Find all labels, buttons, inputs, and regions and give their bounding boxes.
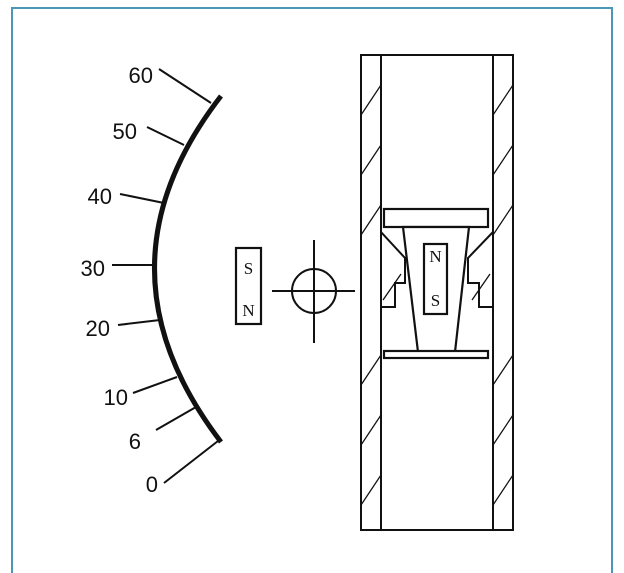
scale-label-60: 60 [129,63,153,88]
seat-right [467,229,494,308]
float-magnet-top-pole: N [429,247,441,266]
tube-outer-wall [360,54,514,531]
scale-label-20: 20 [86,316,110,341]
right-wall-hatch [493,84,513,506]
scale-label-0: 0 [146,472,158,497]
float-bottom-plate [382,349,490,360]
tube-assembly: N S [360,54,514,531]
scale-label-30: 30 [81,256,105,281]
scale-arc [152,94,223,444]
float-magnet-bottom-pole: S [431,291,440,310]
diagram-frame [11,7,613,573]
indicator-magnet-bottom-pole: N [242,301,254,320]
scale-label-50: 50 [113,119,137,144]
scale-tick-40 [119,193,165,204]
indicator-magnet-top-pole: S [244,259,253,278]
scale-label-6: 6 [129,429,141,454]
scale-tick-20 [117,319,161,326]
left-wall-hatch [361,84,381,506]
seat-left [380,229,406,308]
scale-label-40: 40 [88,184,112,209]
scale-tick-10 [132,376,178,394]
float-top-plate [382,207,490,229]
scale-tick-50 [146,126,185,146]
scale-tick-60 [158,68,212,104]
indicator-magnet-body [234,246,263,326]
seat-right-hatch [471,273,491,301]
scale-tick-0 [163,440,219,484]
indicator-magnet: S N [234,246,263,326]
scale-tick-6 [155,406,197,431]
seat-left-hatch [382,273,402,301]
crosshair-pointer [272,240,355,343]
scale-group: 60 50 40 30 20 10 6 0 [81,63,223,497]
scale-label-10: 10 [104,385,128,410]
float-magnet-body [422,242,449,316]
